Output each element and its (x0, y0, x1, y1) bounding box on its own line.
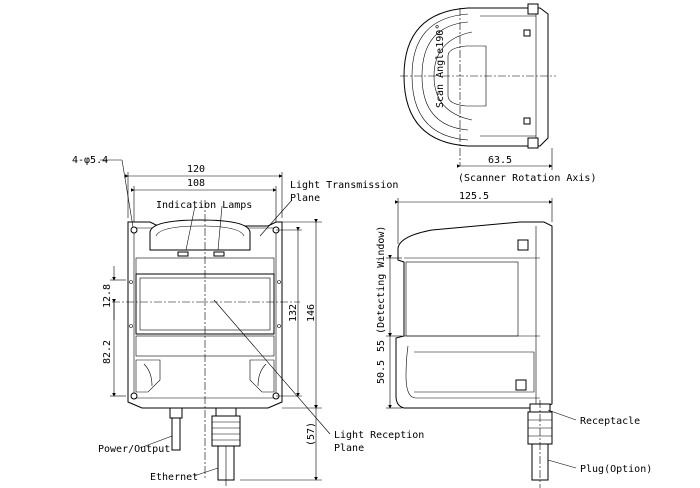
receptacle-label: Receptacle (580, 416, 640, 427)
light-reception-label-line1: Light Reception (334, 430, 424, 441)
power-output-label: Power/Output (98, 444, 170, 455)
light-transmission-label-line2: Plane (290, 193, 320, 204)
dim-63-5-label: 63.5 (488, 155, 512, 166)
ethernet-label: Ethernet (150, 472, 198, 483)
rotation-axis-label: (Scanner Rotation Axis) (458, 173, 596, 184)
light-transmission-label-line1: Light Transmission (290, 180, 398, 191)
dim-108-label: 108 (187, 178, 205, 189)
holes-label: 4-φ5.4 (72, 155, 108, 166)
side-view: 125.5 55 (Detecting Window) 50.5 Recepta… (376, 191, 652, 488)
indication-lamps-label: Indication Lamps (156, 200, 252, 211)
dim-50-5-label: 50.5 (376, 360, 387, 384)
scan-angle-label: Scan Angle190° (435, 24, 446, 108)
dim-12-8-label: 12.8 (102, 284, 113, 308)
dim-125-5-label: 125.5 (459, 191, 489, 202)
dim-57-label: (57) (306, 422, 317, 446)
light-reception-label-line2: Plane (334, 443, 364, 454)
dim-82-2-label: 82.2 (102, 340, 113, 364)
detecting-window-label: 55 (Detecting Window) (376, 226, 387, 352)
dim-132-label: 132 (288, 304, 299, 322)
dim-146-label: 146 (306, 304, 317, 322)
dim-120-label: 120 (187, 164, 205, 175)
plug-label: Plug(Option) (580, 464, 652, 475)
top-view: Scan Angle190° 63.5 (Scanner Rotation Ax… (400, 3, 596, 184)
front-view: 4-φ5.4 120 108 Indication Lamps Light Tr… (72, 155, 424, 486)
